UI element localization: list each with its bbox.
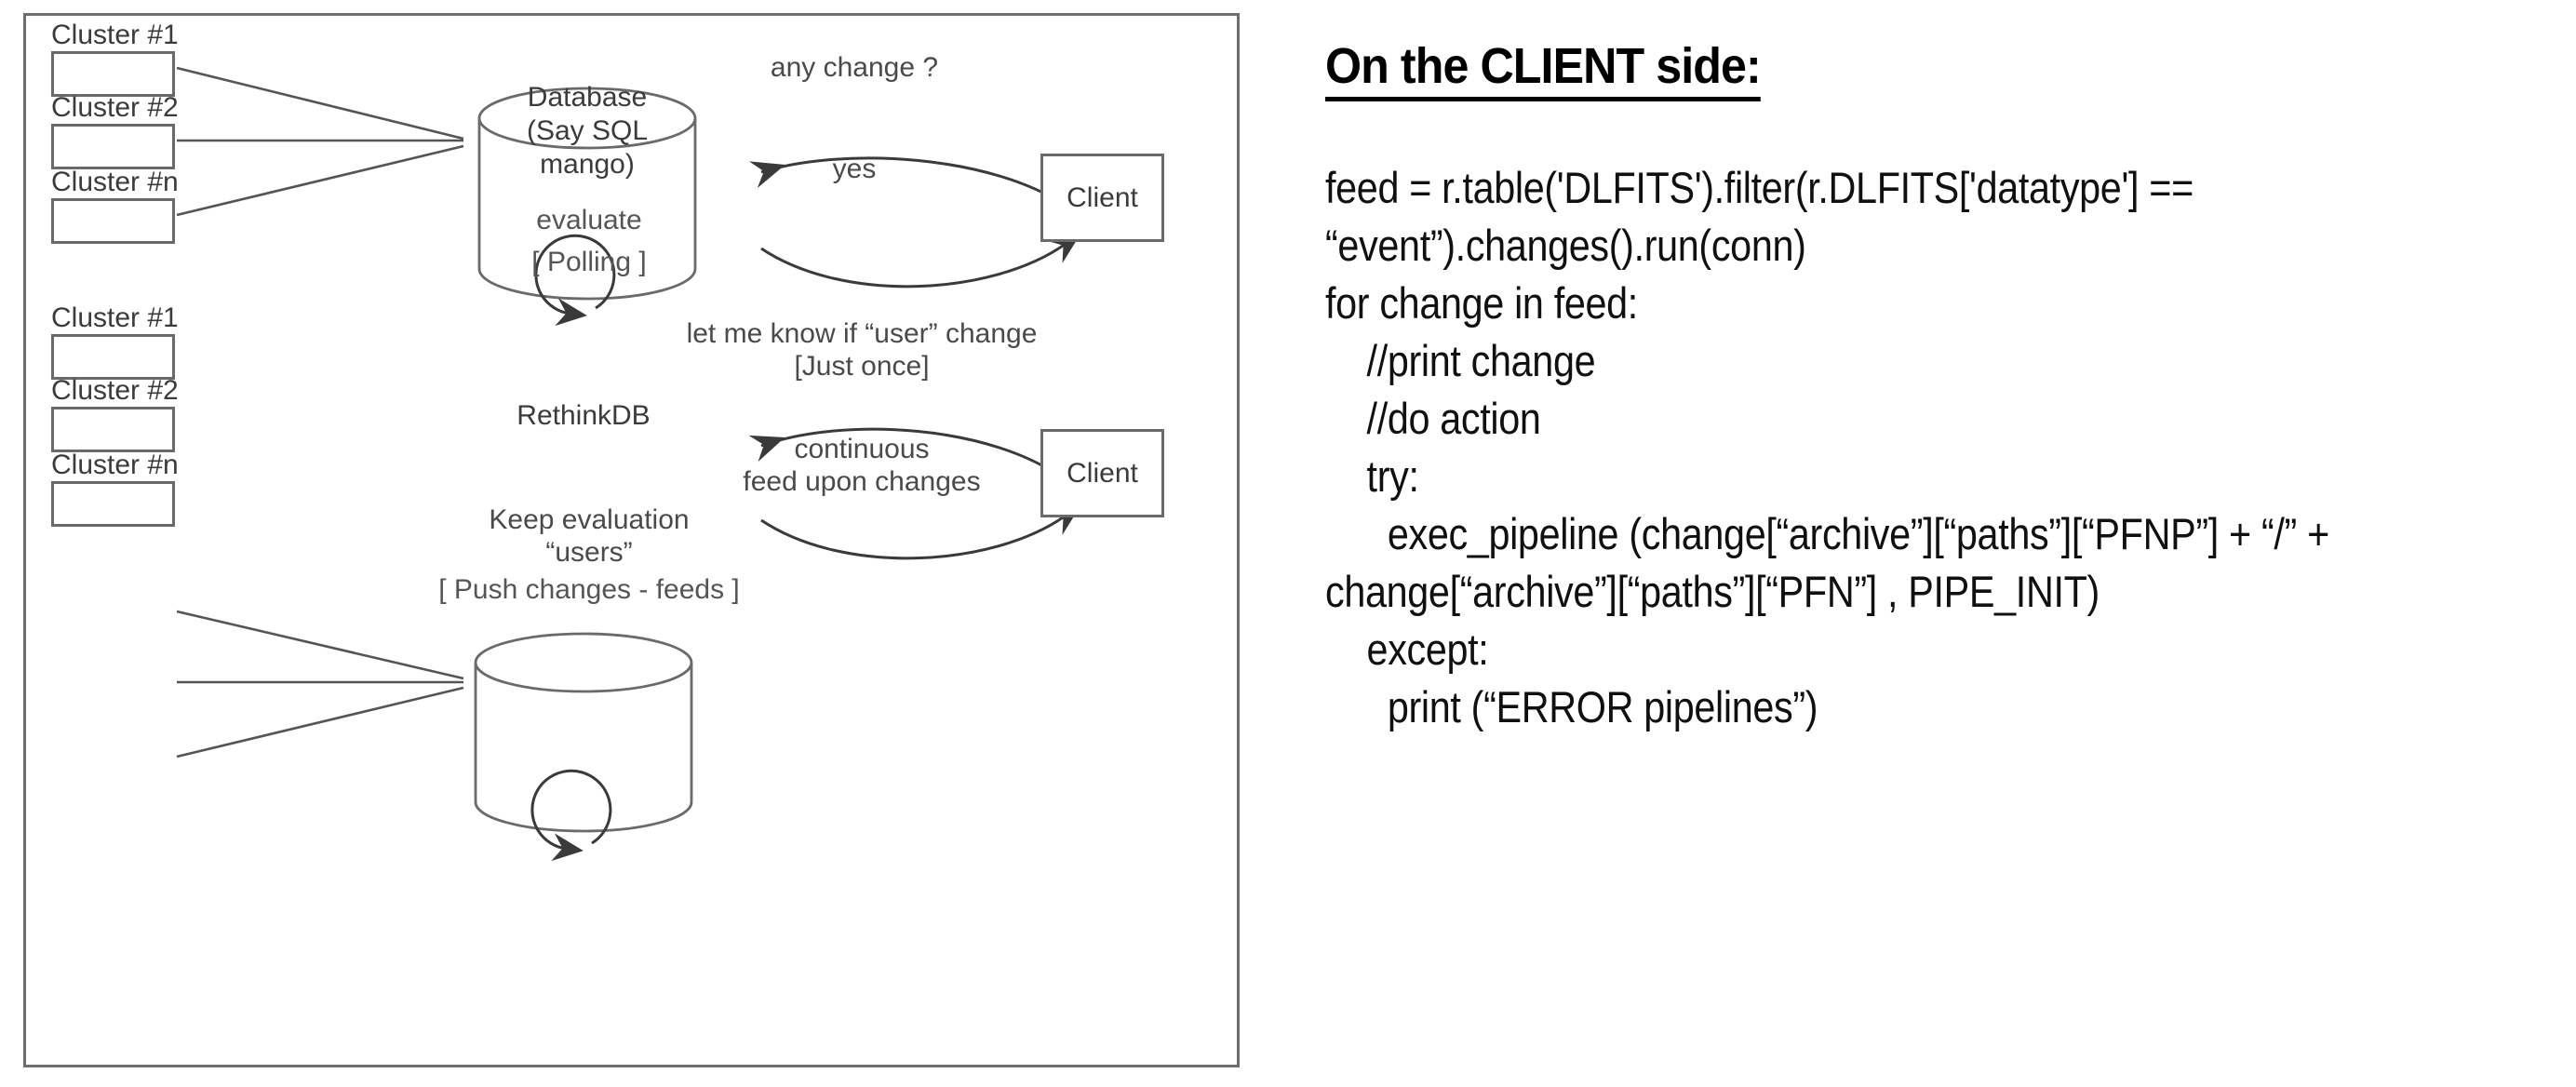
diagram-canvas bbox=[176, 66, 1082, 862]
code-line: try: bbox=[1325, 451, 1419, 501]
let-me-know-arrow bbox=[748, 427, 1067, 483]
push-caption: [ Push changes - feeds ] bbox=[438, 574, 740, 605]
polling-caption: [ Polling ] bbox=[531, 247, 647, 277]
code-line: for change in feed: bbox=[1325, 278, 1638, 328]
client-box-polling[interactable]: Client bbox=[1040, 154, 1164, 242]
cluster-box-polling-1[interactable] bbox=[51, 51, 175, 97]
cluster-box-polling-2[interactable] bbox=[51, 124, 175, 169]
any-change-arrow bbox=[748, 156, 1069, 209]
client-box-polling-label: Client bbox=[1067, 181, 1138, 213]
code-line: change[“archive”][“paths”][“PFN”] , PIPE… bbox=[1325, 567, 2100, 616]
code-line: except: bbox=[1325, 624, 1489, 674]
cluster-box-push-3[interactable] bbox=[51, 481, 175, 527]
diagram-frame: Cluster #1 Cluster #2 Cluster #n Databas… bbox=[23, 13, 1240, 1067]
client-box-push-label: Client bbox=[1067, 457, 1138, 489]
evaluate-label: evaluate bbox=[536, 205, 642, 235]
let-me-know-label: let me know if “user” change [Just once] bbox=[686, 318, 1038, 382]
keep-evaluation-label: Keep evaluation “users” bbox=[489, 504, 690, 568]
cluster-box-push-2[interactable] bbox=[51, 407, 175, 452]
code-line: “event”).changes().run(conn) bbox=[1325, 221, 1806, 270]
cluster-label-push-2: Cluster #2 bbox=[51, 375, 179, 406]
continuous-feed-arrow bbox=[760, 503, 1082, 560]
cluster-label-push-1: Cluster #1 bbox=[51, 302, 179, 333]
database-cylinder bbox=[477, 87, 697, 301]
any-change-label: any change ? bbox=[770, 52, 939, 83]
code-line: //do action bbox=[1325, 394, 1541, 443]
client-box-push[interactable]: Client bbox=[1040, 429, 1164, 517]
client-side-heading: On the CLIENT side: bbox=[1325, 37, 1762, 101]
evaluate-loop bbox=[534, 234, 616, 327]
cluster-box-push-1[interactable] bbox=[51, 334, 175, 380]
cluster-label-polling-1: Cluster #1 bbox=[51, 20, 179, 50]
cluster-label-polling-2: Cluster #2 bbox=[51, 92, 179, 123]
code-line: exec_pipeline (change[“archive”][“paths”… bbox=[1325, 509, 2329, 558]
client-side-panel: On the CLIENT side: feed = r.table('DLFI… bbox=[1325, 37, 2554, 736]
code-line: print (“ERROR pipelines”) bbox=[1325, 682, 1818, 731]
client-code-block: feed = r.table('DLFITS').filter(r.DLFITS… bbox=[1325, 159, 2554, 736]
cluster-box-polling-3[interactable] bbox=[51, 198, 175, 244]
code-line: //print change bbox=[1325, 336, 1596, 385]
cluster-label-polling-3: Cluster #n bbox=[51, 167, 179, 197]
rethinkdb-cylinder bbox=[474, 632, 693, 833]
polling-cluster-links bbox=[176, 66, 464, 217]
cluster-label-push-3: Cluster #n bbox=[51, 450, 179, 480]
code-line: feed = r.table('DLFITS').filter(r.DLFITS… bbox=[1325, 163, 2194, 212]
yes-label: yes bbox=[832, 154, 877, 184]
push-cluster-links bbox=[176, 610, 464, 758]
rethinkdb-label: RethinkDB bbox=[517, 400, 651, 431]
keep-evaluation-loop bbox=[530, 769, 612, 862]
continuous-feed-label: continuous feed upon changes bbox=[743, 434, 981, 497]
yes-arrow bbox=[760, 232, 1082, 289]
database-label: Database (Say SQL mango) bbox=[526, 82, 649, 180]
